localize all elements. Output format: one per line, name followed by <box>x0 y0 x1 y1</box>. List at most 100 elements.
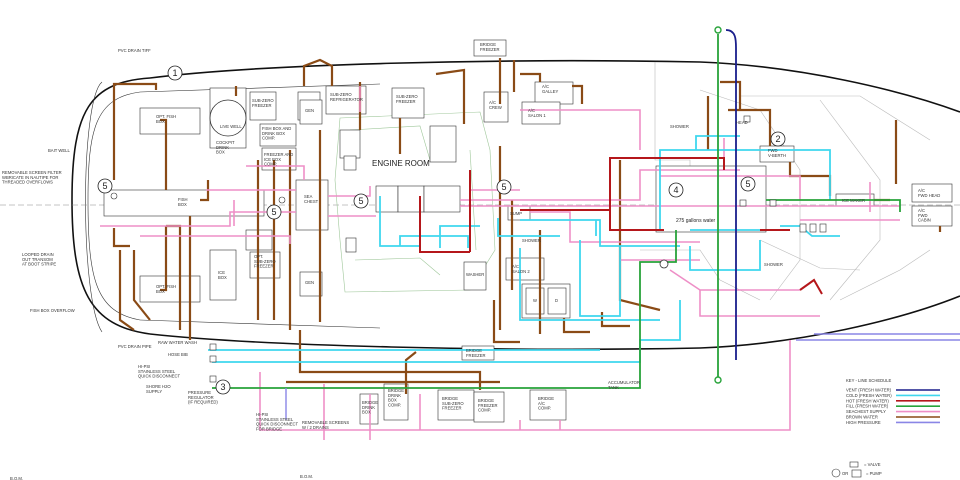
svg-text:5: 5 <box>102 181 107 191</box>
label-live-well: LIVE WELL <box>220 124 242 129</box>
legend-item-label: FILL (FRESH WATER) <box>846 404 889 409</box>
svg-text:5: 5 <box>745 179 750 189</box>
label-w: W <box>533 298 537 303</box>
svg-text:5: 5 <box>271 207 276 217</box>
label-raw-water-wash: RAW WATER WASH <box>158 340 197 345</box>
vent-lines <box>725 29 737 360</box>
callout-5b: 5 <box>266 204 282 220</box>
label-pvc-drain-top: PVC DRAIN TIFF <box>118 48 151 53</box>
svg-text:2: 2 <box>775 134 780 144</box>
seachest-lines <box>100 86 900 440</box>
label-gen-top: GEN <box>305 108 314 113</box>
svg-text:3: 3 <box>220 382 225 392</box>
pump-box-icon <box>851 469 862 478</box>
callout-3: 3 <box>215 379 231 395</box>
live-well-circle <box>209 99 247 137</box>
legend-pump: OR = PUMP <box>831 468 882 478</box>
legend-item-label: COLD (FRESH WATER) <box>846 393 892 398</box>
legend-item-label: HOT (FRESH WATER) <box>846 398 889 403</box>
label-shower-top: SHOWER <box>670 124 689 129</box>
hot-water-lines <box>419 157 823 295</box>
label-sump: SUMP <box>510 211 522 216</box>
legend-item-label: VENT (FRESH WATER) <box>846 388 892 393</box>
legend-item: SEACHEST SUPPLY <box>846 409 940 414</box>
label-bait-well: BAIT WELL <box>48 148 70 153</box>
label-shower-right: SHOWER <box>764 262 783 267</box>
label-tank: 275 gallons water <box>676 218 716 224</box>
callout-5d: 5 <box>496 179 512 195</box>
callout-5e: 5 <box>740 176 756 192</box>
legend-item: FILL (FRESH WATER) <box>846 404 940 409</box>
callout-1: 1 <box>167 65 183 81</box>
label-pvc-drain-pipe: PVC DRAIN PIPE <box>118 344 152 349</box>
legend-item-label: HIGH PRESSURE <box>846 420 881 425</box>
label-bom-mid: B.O.M. <box>300 474 313 479</box>
component-labels: PVC DRAIN TIFF BAIT WELL REMOVABLE SCREE… <box>2 42 940 480</box>
svg-text:OR: OR <box>842 471 848 476</box>
high-pressure-lines <box>285 333 960 420</box>
label-d: D <box>555 298 558 303</box>
legend-item: HOT (FRESH WATER) <box>846 398 940 403</box>
callout-5a: 5 <box>97 178 113 194</box>
label-ice-maker: ICE MAKER <box>842 198 865 203</box>
brown-water-lines <box>112 58 942 394</box>
label-gen-bottom: GEN <box>305 280 314 285</box>
legend-item-label: SEACHEST SUPPLY <box>846 409 886 414</box>
fittings <box>110 26 827 384</box>
legend-valve: = VALVE <box>849 461 881 468</box>
legend-item: VENT (FRESH WATER) <box>846 388 940 393</box>
callout-4: 4 <box>668 182 684 198</box>
label-head: HEAD <box>736 120 748 125</box>
legend: KEY - LINE SCHEDULE VENT (FRESH WATER)CO… <box>831 378 940 478</box>
svg-text:5: 5 <box>501 182 506 192</box>
legend-item: BROWN WATER <box>846 415 940 420</box>
callout-2: 2 <box>770 131 786 147</box>
label-hose-bib: HOSE BIB <box>168 352 188 357</box>
callout-5c: 5 <box>353 193 369 209</box>
fill-water-lines <box>212 34 901 389</box>
legend-item: HIGH PRESSURE <box>846 420 940 425</box>
callouts: 1 2 3 4 5 5 5 5 5 <box>97 65 786 395</box>
label-washer: WASHER <box>466 272 484 277</box>
legend-item-label: BROWN WATER <box>846 415 878 420</box>
svg-text:= VALVE: = VALVE <box>864 462 881 467</box>
label-shower-mid: SHOWER <box>522 238 541 243</box>
svg-text:4: 4 <box>673 185 678 195</box>
label-fish-box-overflow: FISH BOX OVERFLOW <box>30 308 75 313</box>
label-bom-left: B.O.M. <box>10 476 23 480</box>
svg-text:= PUMP: = PUMP <box>866 471 882 476</box>
legend-title: KEY - LINE SCHEDULE <box>846 378 892 383</box>
